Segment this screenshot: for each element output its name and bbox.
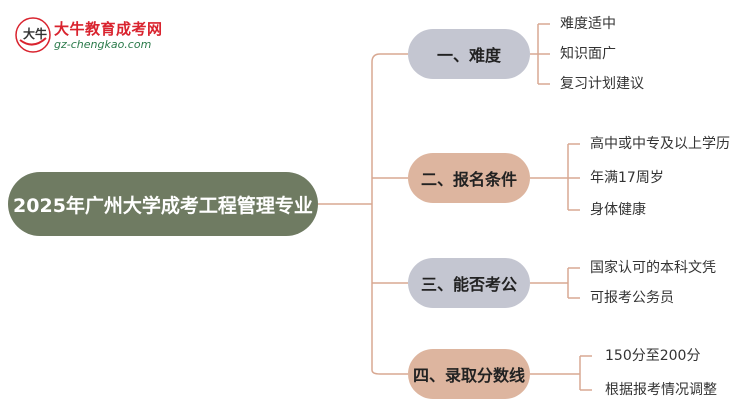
branch-requirements: 二、报名条件 xyxy=(408,153,530,203)
leaf-civil-service-1: 国家认可的本科文凭 xyxy=(590,260,716,276)
leaf-admission-score-1: 150分至200分 xyxy=(605,348,701,364)
logo-mark-text: 大牛 xyxy=(23,26,47,41)
root-topic: 2025年广州大学成考工程管理专业 xyxy=(8,172,318,236)
site-logo[interactable]: 大牛 大牛教育成考网 gz-chengkao.com xyxy=(14,14,164,56)
leaf-difficulty-1: 难度适中 xyxy=(560,16,616,32)
leaf-difficulty-3: 复习计划建议 xyxy=(560,76,644,92)
leaf-requirements-1: 高中或中专及以上学历 xyxy=(590,136,730,152)
logo-mark-icon: 大牛 xyxy=(15,17,51,53)
leaf-requirements-3: 身体健康 xyxy=(590,202,646,218)
leaf-civil-service-2: 可报考公务员 xyxy=(590,290,674,306)
branch-difficulty: 一、难度 xyxy=(408,29,530,79)
branch-admission-score: 四、录取分数线 xyxy=(408,349,530,399)
logo-url: gz-chengkao.com xyxy=(54,38,152,51)
leaf-admission-score-2: 根据报考情况调整 xyxy=(605,382,717,398)
leaf-requirements-2: 年满17周岁 xyxy=(590,170,664,186)
leaf-difficulty-2: 知识面广 xyxy=(560,46,616,62)
branch-civil-service: 三、能否考公 xyxy=(408,258,530,308)
logo-title: 大牛教育成考网 xyxy=(54,20,163,38)
